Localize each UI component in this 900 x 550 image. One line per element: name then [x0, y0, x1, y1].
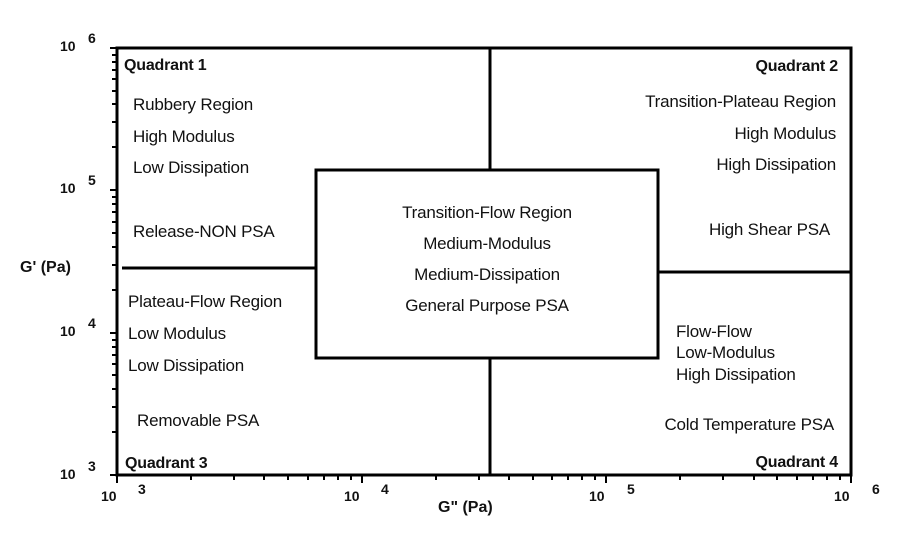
y-tick-base: 10 [60, 38, 76, 54]
x-axis-ticks [116, 475, 852, 483]
y-tick-base: 10 [60, 466, 76, 482]
plot-frame [115, 46, 853, 477]
quadrant-2-line: High Dissipation [716, 155, 836, 174]
quadrant-2-application: High Shear PSA [709, 220, 830, 239]
y-tick-exponent: 3 [88, 458, 96, 474]
center-region-application: General Purpose PSA [405, 296, 569, 315]
y-tick-base: 10 [60, 180, 76, 196]
quadrant-3-line: Low Modulus [128, 324, 226, 343]
x-tick-base: 10 [101, 488, 117, 504]
x-tick-base: 10 [344, 488, 360, 504]
quadrant-4-line: Flow-Flow [676, 322, 752, 341]
y-axis-title: G' (Pa) [20, 259, 71, 276]
quadrant-3-line: Low Dissipation [128, 356, 245, 375]
center-region-line: Transition-Flow Region [402, 203, 572, 222]
quadrant-1-line: High Modulus [133, 127, 235, 146]
quadrant-4-title: Quadrant 4 [755, 454, 839, 471]
quadrant-3-application: Removable PSA [137, 411, 260, 430]
y-axis-ticks [110, 47, 117, 476]
x-tick-exponent: 6 [872, 481, 880, 497]
x-axis-title: G" (Pa) [438, 499, 493, 516]
quadrant-1-line: Low Dissipation [133, 158, 250, 177]
quadrant-4-line: Low-Modulus [676, 343, 775, 362]
center-region-text: Transition-Flow Region Medium-Modulus Me… [316, 203, 658, 316]
center-region-line: Medium-Modulus [423, 234, 551, 253]
quadrant-2-title: Quadrant 2 [755, 58, 839, 75]
x-tick-base: 10 [834, 488, 850, 504]
x-tick-exponent: 4 [381, 481, 389, 497]
quadrant-3-line: Plateau-Flow Region [128, 292, 283, 311]
x-tick-exponent: 3 [138, 481, 146, 497]
quadrant-2-line: High Modulus [734, 124, 836, 143]
y-tick-exponent: 6 [88, 30, 96, 46]
x-tick-base: 10 [589, 488, 605, 504]
quadrant-1-line: Rubbery Region [133, 95, 254, 114]
quadrant-4-line: High Dissipation [676, 365, 796, 384]
center-region-line: Medium-Dissipation [414, 265, 560, 284]
y-tick-exponent: 5 [88, 172, 96, 188]
quadrant-3-title: Quadrant 3 [125, 455, 208, 472]
x-tick-exponent: 5 [627, 481, 635, 497]
quadrant-2-line: Transition-Plateau Region [645, 92, 836, 111]
quadrant-1-application: Release-NON PSA [133, 222, 275, 241]
quadrant-1-title: Quadrant 1 [124, 57, 207, 74]
y-tick-base: 10 [60, 323, 76, 339]
center-region-box [314, 168, 660, 360]
quadrant-4-application: Cold Temperature PSA [664, 415, 834, 434]
y-tick-exponent: 4 [88, 315, 96, 331]
